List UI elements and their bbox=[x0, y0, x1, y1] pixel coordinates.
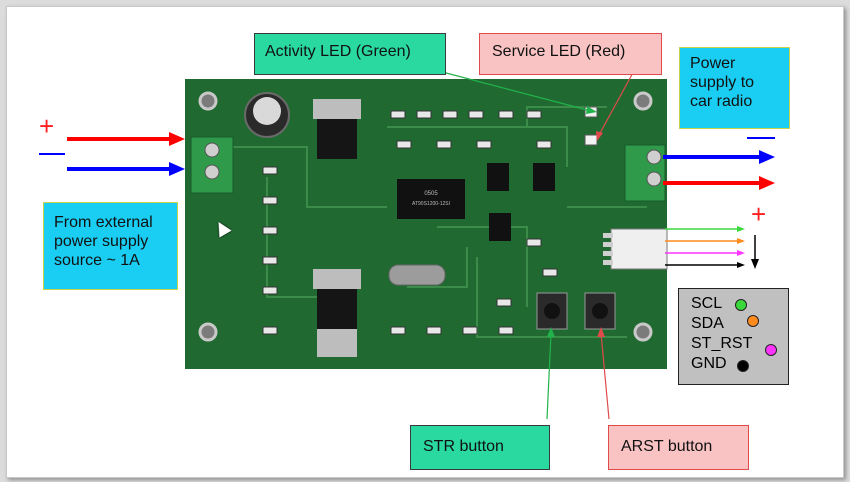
scl-dot bbox=[735, 299, 747, 311]
input-screw-1 bbox=[204, 142, 220, 158]
pin-sda: SDA bbox=[691, 315, 724, 332]
capacitor-top bbox=[253, 97, 281, 125]
service-led bbox=[584, 134, 598, 146]
activity-led-text: Activity LED (Green) bbox=[265, 43, 411, 60]
service-led-label: Service LED (Red) bbox=[479, 33, 662, 75]
crystal bbox=[388, 264, 446, 286]
pcb-traces bbox=[227, 106, 647, 338]
sda-dot bbox=[747, 315, 759, 327]
power-input-line-1: From external bbox=[54, 214, 153, 231]
str-button-label: STR button bbox=[410, 425, 550, 470]
gnd-dot bbox=[737, 360, 749, 372]
arst-button-pointer bbox=[600, 332, 610, 420]
power-input-line-2: power supply bbox=[54, 233, 149, 251]
activity-led-pointer bbox=[430, 68, 592, 112]
regulator-bottom-tab bbox=[313, 269, 361, 289]
input-minus-sign bbox=[39, 153, 65, 155]
pin-header bbox=[610, 228, 668, 270]
pin-st-rst: ST_RST bbox=[691, 335, 753, 352]
regulator-top-tab bbox=[313, 99, 361, 119]
chip-small-3 bbox=[489, 213, 511, 241]
main-chip-code: 0505 bbox=[424, 191, 438, 197]
pin-header-pins bbox=[603, 233, 613, 265]
pin-legend: SCL SDA ST_RST GND bbox=[678, 288, 789, 385]
output-plus-sign: + bbox=[751, 199, 767, 229]
service-led-text: Service LED (Red) bbox=[492, 43, 626, 60]
regulator-bottom-heatsink bbox=[317, 329, 357, 357]
arst-button-cap bbox=[592, 303, 608, 319]
regulator-top bbox=[317, 119, 357, 159]
pin-gnd: GND bbox=[691, 355, 727, 372]
power-output-label: Power supply to car radio bbox=[679, 47, 790, 129]
output-screw-2 bbox=[646, 171, 662, 187]
st-rst-dot bbox=[765, 344, 777, 356]
input-screw-2 bbox=[204, 164, 220, 180]
regulator-bottom bbox=[317, 289, 357, 329]
main-chip bbox=[397, 179, 465, 219]
power-output-line-3: car radio bbox=[690, 93, 753, 111]
power-input-line-3: source ~ 1A bbox=[54, 252, 140, 270]
service-led-pointer bbox=[598, 68, 636, 136]
str-button-cap bbox=[544, 303, 560, 319]
arst-button-text: ARST button bbox=[621, 438, 713, 455]
str-button-pointer bbox=[546, 332, 552, 420]
activity-led-label: Activity LED (Green) bbox=[254, 33, 446, 75]
chip-small-2 bbox=[533, 163, 555, 191]
str-button-text: STR button bbox=[423, 438, 504, 455]
output-screw-1 bbox=[646, 149, 662, 165]
power-output-line-2: supply to bbox=[690, 74, 755, 92]
input-plus-sign: + bbox=[39, 111, 55, 141]
pcb-diagram: 0505 AT90S1200-12SI bbox=[67, 68, 775, 420]
main-chip-label: AT90S1200-12SI bbox=[412, 201, 450, 207]
smd-components bbox=[262, 110, 558, 335]
arst-button-label: ARST button bbox=[608, 425, 749, 470]
pin-scl: SCL bbox=[691, 295, 723, 312]
mounting-holes bbox=[198, 91, 653, 342]
slide: 0505 AT90S1200-12SI bbox=[6, 6, 844, 478]
power-output-line-1: Power bbox=[690, 55, 736, 72]
output-minus-sign bbox=[747, 137, 775, 139]
chip-small-1 bbox=[487, 163, 509, 191]
power-input-label: From external power supply source ~ 1A bbox=[43, 202, 178, 290]
